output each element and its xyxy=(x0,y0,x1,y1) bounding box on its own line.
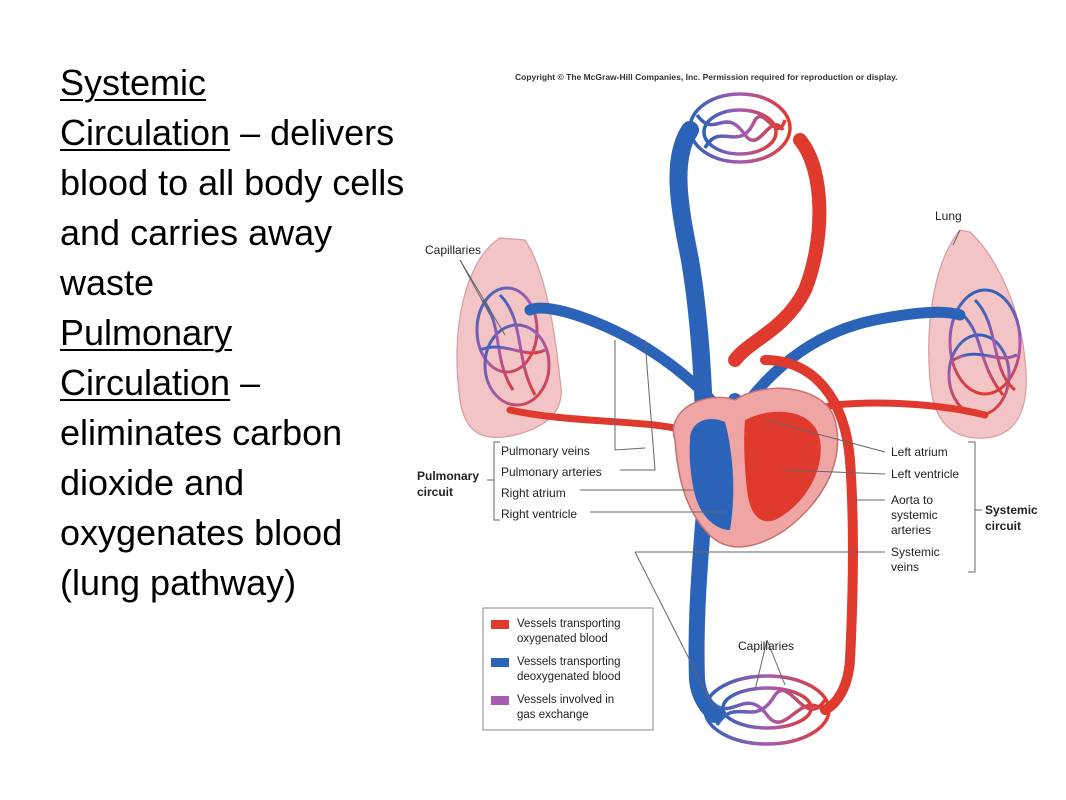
label-pulmonary-circuit-1: Pulmonary xyxy=(417,469,479,483)
legend-gas-exchange-line1: Vessels involved in xyxy=(517,694,614,706)
label-capillaries-top: Capillaries xyxy=(425,243,481,257)
top-capillary-bed xyxy=(688,92,792,164)
right-lung-capillaries xyxy=(947,288,1022,417)
label-left-atrium: Left atrium xyxy=(891,445,948,459)
label-systemic-veins-2: veins xyxy=(891,560,919,574)
circulation-diagram: Copyright © The McGraw-Hill Companies, I… xyxy=(417,72,1038,746)
label-pulmonary-circuit-2: circuit xyxy=(417,485,453,499)
label-right-atrium: Right atrium xyxy=(501,486,566,500)
legend-swatch-deoxygenated xyxy=(491,658,509,667)
right-heart-chamber xyxy=(689,419,734,530)
legend-deoxygenated-line1: Vessels transporting xyxy=(517,656,621,668)
systemic-paragraph: Systemic Circulation – delivers blood to… xyxy=(60,58,420,308)
label-systemic-veins-1: Systemic xyxy=(891,545,940,559)
copyright-notice: Copyright © The McGraw-Hill Companies, I… xyxy=(515,72,898,82)
label-aorta-2: systemic xyxy=(891,508,938,522)
pulmonary-artery-right xyxy=(729,306,966,426)
systemic-heading-line1: Systemic xyxy=(60,62,207,103)
legend: Vessels transporting oxygenated blood Ve… xyxy=(482,607,654,731)
slide-text: Systemic Circulation – delivers blood to… xyxy=(60,58,420,608)
bottom-capillary-bed xyxy=(703,674,831,746)
label-right-ventricle: Right ventricle xyxy=(501,507,577,521)
pulmonary-paragraph: Pulmonary Circulation – eliminates carbo… xyxy=(60,308,420,608)
systemic-heading-line2: Circulation xyxy=(60,112,231,153)
systemic-dash: – xyxy=(230,112,261,153)
label-left-ventricle: Left ventricle xyxy=(891,467,959,481)
leader-lines xyxy=(459,229,961,711)
legend-oxygenated-line1: Vessels transporting xyxy=(517,618,621,630)
label-lung: Lung xyxy=(935,209,962,223)
left-heart-chamber xyxy=(744,411,821,522)
pulmonary-heading-line2: Circulation xyxy=(60,362,231,403)
label-pulmonary-arteries: Pulmonary arteries xyxy=(501,465,602,479)
label-aorta-1: Aorta to xyxy=(891,493,933,507)
ascending-aorta xyxy=(728,133,827,367)
legend-box xyxy=(482,607,654,731)
pulmonary-bracket xyxy=(487,441,500,521)
pulmonary-artery-left xyxy=(524,302,726,416)
descending-aorta xyxy=(760,355,859,715)
legend-oxygenated-line2: oxygenated blood xyxy=(517,633,608,645)
label-systemic-circuit-1: Systemic xyxy=(985,503,1038,517)
legend-deoxygenated-line2: deoxygenated blood xyxy=(517,671,621,683)
legend-swatch-oxygenated xyxy=(491,620,509,629)
left-lung-capillaries xyxy=(475,286,551,407)
systemic-description: delivers blood to all body cells and car… xyxy=(60,112,405,303)
inferior-vena-cava xyxy=(688,492,723,723)
legend-swatch-gas-exchange xyxy=(491,696,509,705)
systemic-bracket xyxy=(968,441,982,573)
label-aorta-3: arteries xyxy=(891,523,931,537)
pulmonary-dash: – xyxy=(230,362,261,403)
label-systemic-circuit-2: circuit xyxy=(985,519,1021,533)
legend-gas-exchange-line2: gas exchange xyxy=(517,709,589,721)
pulmonary-heading-line1: Pulmonary xyxy=(60,312,233,353)
label-pulmonary-veins: Pulmonary veins xyxy=(501,444,590,458)
label-capillaries-bottom: Capillaries xyxy=(738,639,794,653)
pulmonary-description: eliminates carbon dioxide and oxygenates… xyxy=(60,412,343,603)
